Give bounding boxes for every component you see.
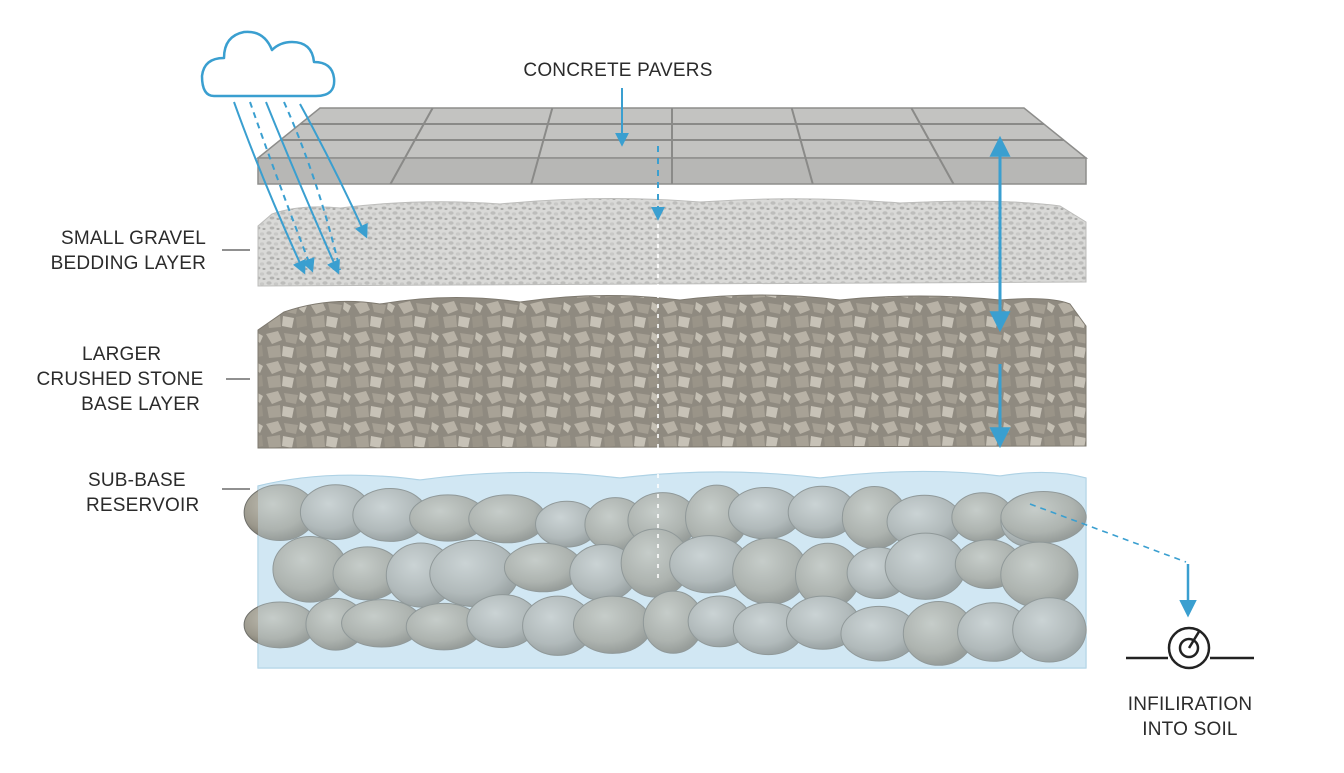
rain-cloud-icon: [200, 30, 336, 98]
sub-base-reservoir-layer: [243, 470, 1087, 669]
label-gravel-bedding-line1: SMALL GRAVEL: [61, 228, 206, 249]
label-sub-base-line1: SUB-BASE: [88, 470, 186, 491]
cobble-stone: [1012, 597, 1087, 663]
label-gravel-bedding: SMALL GRAVEL BEDDING LAYER: [20, 226, 206, 276]
crushed-stone-layer: [257, 294, 1087, 449]
label-concrete-pavers-text: CONCRETE PAVERS: [523, 60, 713, 81]
leader-lines: [222, 249, 250, 490]
drainage-path: [615, 88, 665, 580]
label-sub-base: SUB-BASE RESERVOIR: [86, 468, 226, 518]
paver-column-seam: [910, 107, 955, 185]
label-crushed-stone-line2: CRUSHED STONE: [36, 369, 204, 390]
paver-column-seam: [790, 107, 814, 185]
infiltration-path: [1029, 503, 1197, 618]
paver-column-seam: [389, 107, 434, 185]
label-gravel-bedding-line2: BEDDING LAYER: [50, 253, 206, 274]
concrete-pavers-layer: [255, 107, 1089, 185]
label-crushed-stone-line1: LARGER: [82, 344, 162, 365]
label-crushed-stone-line3: BASE LAYER: [81, 394, 200, 415]
soil-infiltration-icon: [1126, 626, 1254, 670]
label-sub-base-line2: RESERVOIR: [86, 495, 200, 516]
label-infiltration-line1: INFILIRATION: [1127, 694, 1253, 715]
label-concrete-pavers: CONCRETE PAVERS: [500, 58, 736, 83]
label-infiltration-line2: INTO SOIL: [1142, 719, 1238, 740]
gravel-bedding-layer: [257, 197, 1087, 287]
label-crushed-stone: LARGER CRUSHED STONE BASE LAYER: [20, 342, 220, 417]
paver-column-seam: [530, 107, 554, 185]
rain-flow-arrows: [233, 101, 368, 275]
label-infiltration: INFILIRATION INTO SOIL: [1108, 692, 1272, 742]
